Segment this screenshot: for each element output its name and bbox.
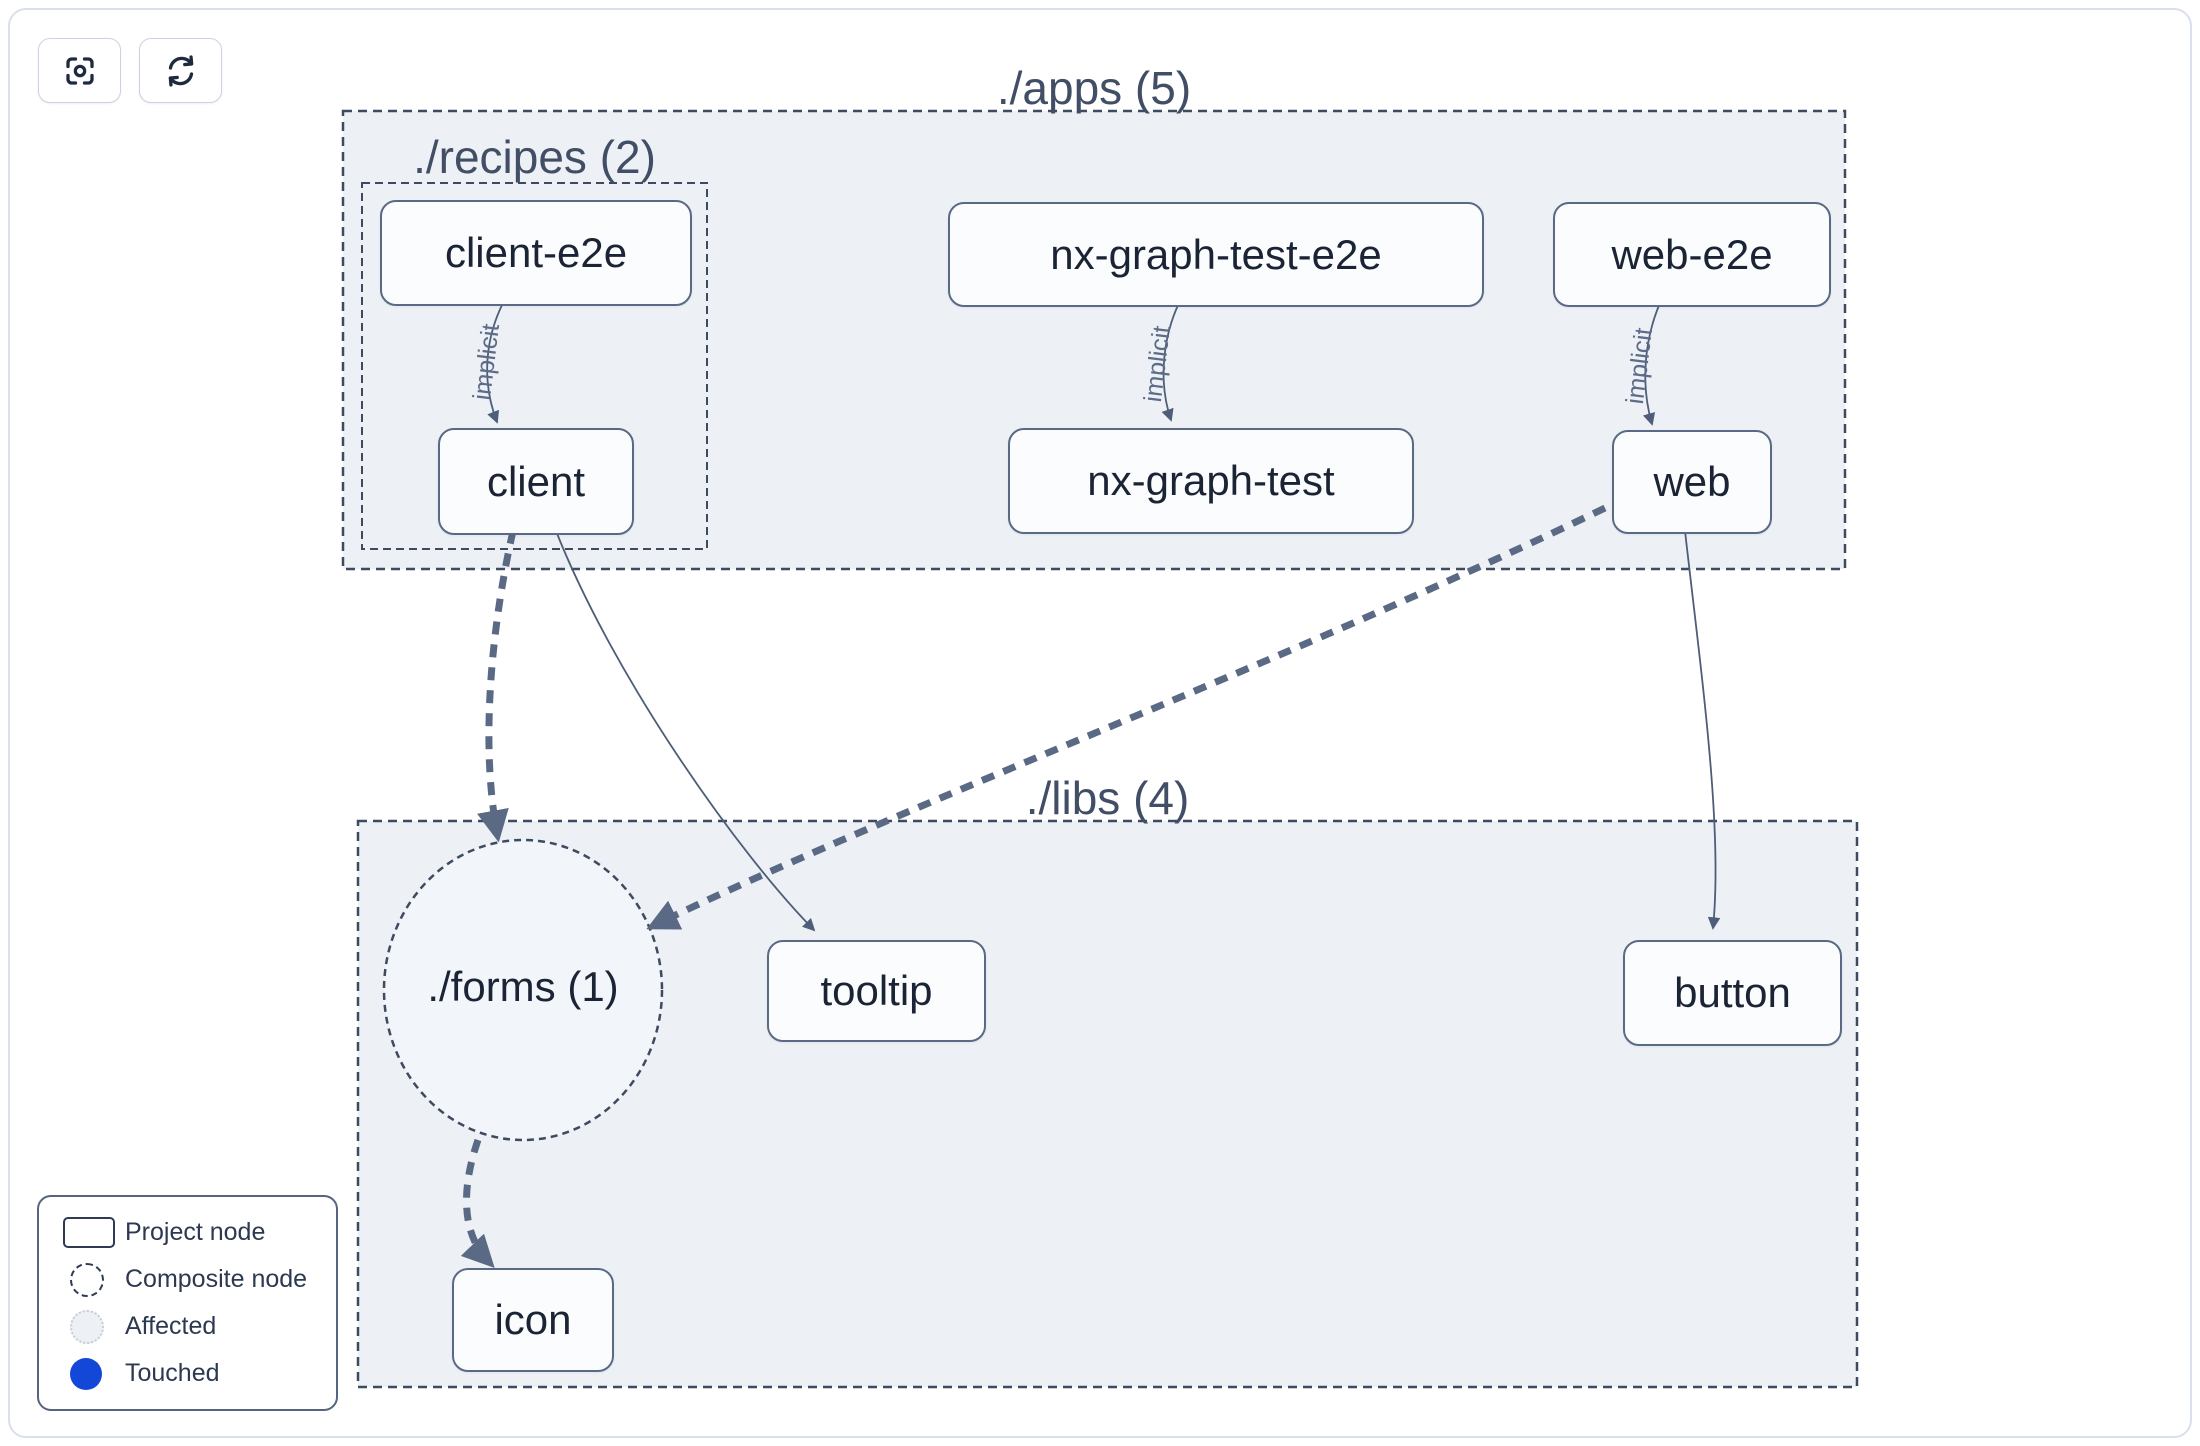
edge-web-to-button[interactable] <box>1684 530 1721 930</box>
edge-nx-graph-test-e2e-to-nx-graph-test[interactable] <box>1161 302 1180 422</box>
legend-label: Touched <box>125 1359 220 1387</box>
affected-swatch <box>70 1309 104 1344</box>
node-client[interactable]: client <box>438 428 634 535</box>
node-web[interactable]: web <box>1612 430 1772 534</box>
legend-label: Project node <box>125 1218 266 1246</box>
edge-web-to-forms[interactable] <box>646 504 1607 930</box>
legend-row-project-node: Project node <box>63 1209 336 1256</box>
cluster-apps-label: ./apps (5) <box>996 62 1192 114</box>
edge-forms-to-icon[interactable] <box>460 1138 495 1268</box>
legend-row-affected: Affected <box>63 1303 336 1350</box>
focus-button[interactable] <box>38 38 121 103</box>
edge-client-to-tooltip[interactable] <box>555 530 816 932</box>
legend: Project node Composite node Affected Tou… <box>37 1195 338 1411</box>
project-node-swatch <box>63 1217 115 1248</box>
node-tooltip[interactable]: tooltip <box>767 940 986 1042</box>
composite-node-forms-label[interactable]: ./forms (1) <box>427 963 619 1010</box>
graph-toolbar <box>38 38 222 103</box>
legend-label: Affected <box>125 1312 217 1340</box>
touched-swatch <box>70 1357 102 1390</box>
refresh-button[interactable] <box>139 38 222 103</box>
node-web-e2e[interactable]: web-e2e <box>1553 202 1831 307</box>
cluster-recipes <box>361 182 708 550</box>
legend-row-touched: Touched <box>63 1350 336 1397</box>
legend-label: Composite node <box>125 1265 308 1293</box>
edge-web-e2e-to-web[interactable] <box>1642 302 1661 426</box>
node-icon[interactable]: icon <box>452 1268 614 1372</box>
composite-node-swatch <box>70 1262 104 1297</box>
node-client-e2e[interactable]: client-e2e <box>380 200 692 306</box>
node-nx-graph-test-e2e[interactable]: nx-graph-test-e2e <box>948 202 1484 307</box>
cluster-libs-label: ./libs (4) <box>1025 772 1190 824</box>
legend-row-composite-node: Composite node <box>63 1256 336 1303</box>
node-nx-graph-test[interactable]: nx-graph-test <box>1008 428 1414 534</box>
refresh-icon <box>168 54 193 87</box>
composite-node-forms[interactable] <box>382 838 664 1142</box>
cluster-recipes-label: ./recipes (2) <box>413 131 656 183</box>
node-button[interactable]: button <box>1623 940 1842 1046</box>
edge-client-to-forms[interactable] <box>477 530 517 843</box>
edge-client-e2e-to-client[interactable] <box>486 302 504 424</box>
focus-icon <box>65 56 94 85</box>
